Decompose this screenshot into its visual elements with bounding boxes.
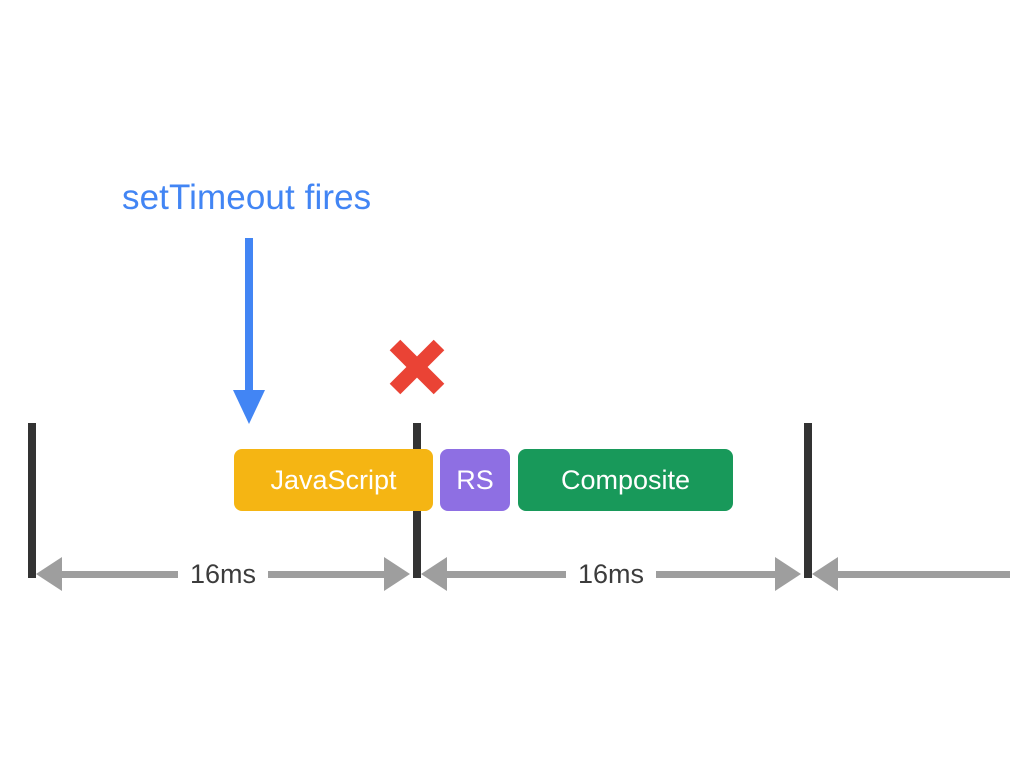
settimeout-annotation-label: setTimeout fires [122, 178, 372, 217]
activity-bar-composite[interactable]: Composite [518, 449, 733, 511]
measure-label-0: 16ms [189, 558, 257, 589]
frame-duration-measure-2: 16 [812, 553, 1024, 595]
red-x-icon [386, 336, 448, 398]
frame-boundary-tick-2 [804, 423, 812, 578]
measure-line [268, 570, 384, 578]
arrow-head-left-icon [812, 557, 838, 591]
measure-line [447, 570, 566, 578]
frame-boundary-tick-0 [28, 423, 36, 578]
measure-line [656, 570, 775, 578]
measure-label-2: 16 [1010, 559, 1024, 590]
measure-line [838, 570, 1010, 578]
arrow-head-right-icon [775, 557, 801, 591]
measure-label-1: 16ms [577, 558, 645, 589]
activity-bar-javascript[interactable]: JavaScript [234, 449, 433, 511]
measure-line [62, 570, 178, 578]
activity-bar-rs[interactable]: RS [440, 449, 510, 511]
arrow-head-left-icon [36, 557, 62, 591]
arrow-head-right-icon [384, 557, 410, 591]
arrow-head-left-icon [421, 557, 447, 591]
frame-duration-measure-1: 16ms [421, 553, 801, 595]
frame-duration-measure-0: 16ms [36, 553, 410, 595]
down-arrow-icon [231, 238, 267, 426]
